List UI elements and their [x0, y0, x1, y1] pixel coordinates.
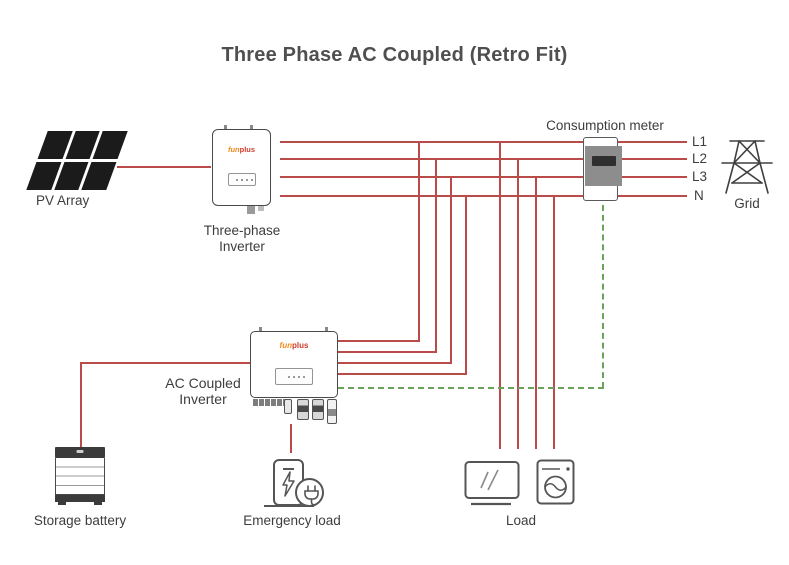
grid-label: Grid — [734, 196, 760, 211]
inverter-bottom-connector — [247, 206, 255, 214]
battery-foot — [58, 502, 66, 505]
page-title: Three Phase AC Coupled (Retro Fit) — [221, 44, 568, 66]
wire-tap-a3-v — [450, 176, 452, 364]
wire-tap-b2-v — [517, 158, 519, 449]
wire-n — [280, 195, 687, 197]
wire-l1 — [280, 141, 687, 143]
wire-emergency-v — [290, 424, 292, 453]
phase-label-l2: L2 — [692, 151, 708, 166]
inverter-mount-tick — [250, 125, 253, 129]
display-dots — [293, 375, 295, 378]
ac-inverter-connector — [327, 399, 337, 424]
ac-inverter-mount-tick — [325, 327, 328, 331]
battery-foot — [94, 502, 102, 505]
storage-battery-label: Storage battery — [33, 513, 127, 528]
emergency-load-label: Emergency load — [243, 513, 341, 528]
brand-logo: funplus — [279, 341, 309, 350]
comm-line-vertical — [602, 205, 604, 388]
wire-tap-b1-v — [499, 141, 501, 449]
pv-array-icon — [26, 131, 128, 190]
emergency-load-ground — [264, 505, 314, 507]
tv-icon — [464, 460, 520, 506]
ac-inverter-connector — [312, 399, 324, 420]
wire-tap-a1-v — [418, 141, 420, 342]
ac-inverter-connector — [297, 399, 309, 420]
washing-machine-icon — [536, 459, 576, 506]
inverter-mount-tick — [224, 125, 227, 129]
three-phase-inverter-icon: funplus — [212, 129, 271, 206]
wire-tap-a4-v — [465, 195, 467, 375]
ac-coupled-inverter-icon: funplus — [250, 331, 338, 398]
wire-battery-v — [80, 362, 82, 449]
ac-coupled-inverter-label: AC Coupled Inverter — [165, 375, 241, 407]
display-dots — [240, 178, 243, 181]
phase-label-n: N — [694, 188, 704, 203]
ac-inverter-display — [275, 368, 313, 385]
wire-battery-h — [80, 362, 250, 364]
wire-l3 — [280, 176, 687, 178]
phase-label-l3: L3 — [692, 169, 708, 184]
pv-array-label: PV Array — [36, 193, 90, 208]
consumption-meter-label: Consumption meter — [546, 118, 664, 133]
ac-inverter-connector — [284, 399, 292, 414]
inverter-bottom-connector — [258, 206, 264, 211]
wire-tap-b4-v — [553, 195, 555, 449]
brand-logo: funplus — [227, 145, 256, 154]
wire-pv-to-inverter — [117, 166, 211, 168]
wire-tap-a1-h — [338, 340, 420, 342]
wire-tap-a2-h — [338, 351, 437, 353]
consumption-meter-display — [592, 156, 616, 166]
ac-inverter-mount-tick — [259, 327, 262, 331]
inverter-display — [227, 173, 256, 186]
wire-tap-a2-v — [435, 158, 437, 353]
phase-label-l1: L1 — [692, 134, 708, 149]
three-phase-inverter-label: Three-phase Inverter — [203, 223, 281, 254]
load-label: Load — [505, 513, 537, 528]
wire-l2 — [280, 158, 687, 160]
grid-tower-icon — [721, 136, 773, 194]
plug-icon — [295, 478, 324, 507]
wire-tap-a4-h — [338, 373, 467, 375]
wire-tap-b3-v — [535, 176, 537, 449]
wire-tap-a3-h — [338, 362, 452, 364]
comm-line-horizontal — [338, 387, 604, 389]
ac-inverter-terminal-row — [253, 399, 288, 406]
consumption-meter-body — [585, 146, 622, 186]
storage-battery-icon — [55, 447, 105, 502]
